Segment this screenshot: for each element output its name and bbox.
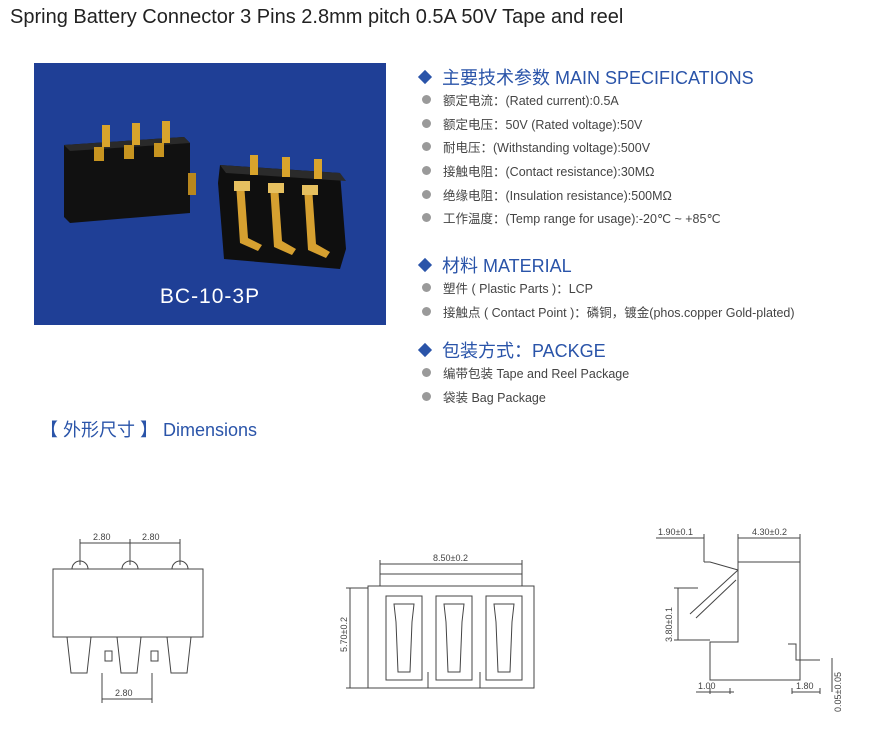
- bullet-icon: [422, 391, 431, 401]
- material-heading: 材料 MATERIAL: [417, 252, 572, 278]
- list-item: 编带包装 Tape and Reel Package: [422, 361, 629, 385]
- main-specs-heading: 主要技术参数 MAIN SPECIFICATIONS: [417, 64, 754, 90]
- model-label: BC-10-3P: [159, 285, 261, 308]
- bullet-icon: [422, 368, 431, 378]
- bullet-icon: [422, 118, 431, 128]
- package-heading-text: 包装方式：PACKGE: [442, 341, 606, 361]
- diamond-icon: [417, 69, 433, 85]
- front-view-drawing: 2.80 2.80 2.80: [52, 532, 204, 703]
- side-bottom-right-label: 1.80: [796, 681, 814, 691]
- bullet-icon: [422, 189, 431, 199]
- main-specs-heading-text: 主要技术参数 MAIN SPECIFICATIONS: [442, 68, 754, 88]
- bottom-pitch-label: 2.80: [115, 688, 133, 698]
- bullet-icon: [422, 213, 431, 223]
- product-photo: BC-10-3P: [34, 63, 386, 325]
- side-view-drawing: 1.90±0.1 4.30±0.2 3.80±0.1 1.00 1.80 0.0…: [656, 527, 843, 712]
- list-item: 袋装 Bag Package: [422, 385, 629, 409]
- side-thickness-label: 0.05±0.05: [833, 672, 843, 712]
- list-item: 绝缘电阻：(Insulation resistance):500MΩ: [422, 182, 721, 206]
- material-list: 塑件 ( Plastic Parts )：LCP 接触点 ( Contact P…: [422, 276, 795, 323]
- page-title: Spring Battery Connector 3 Pins 2.8mm pi…: [10, 6, 624, 28]
- width-label: 8.50±0.2: [433, 553, 468, 563]
- bullet-icon: [422, 142, 431, 152]
- side-bottom-left-label: 1.00: [698, 681, 716, 691]
- list-item: 工作温度：(Temp range for usage):-20℃ ~ +85℃: [422, 206, 721, 230]
- list-item: 耐电压：(Withstanding voltage):500V: [422, 135, 721, 159]
- bullet-icon: [422, 95, 431, 105]
- list-item: 塑件 ( Plastic Parts )：LCP: [422, 276, 795, 300]
- connector-illustration: [64, 121, 346, 269]
- side-height-label: 3.80±0.1: [664, 607, 674, 642]
- package-heading: 包装方式：PACKGE: [417, 337, 606, 363]
- height-label: 5.70±0.2: [339, 617, 349, 652]
- dimensions-heading: 【 外形尺寸 】 Dimensions: [40, 420, 258, 440]
- package-list: 编带包装 Tape and Reel Package 袋装 Bag Packag…: [422, 361, 629, 408]
- side-top-right-label: 4.30±0.2: [752, 527, 787, 537]
- bullet-icon: [422, 306, 431, 316]
- list-item: 额定电压：50V (Rated voltage):50V: [422, 112, 721, 136]
- side-top-left-label: 1.90±0.1: [658, 527, 693, 537]
- diamond-icon: [417, 342, 433, 358]
- diamond-icon: [417, 257, 433, 273]
- list-item: 接触电阻：(Contact resistance):30MΩ: [422, 159, 721, 183]
- list-item: 额定电流：(Rated current):0.5A: [422, 88, 721, 112]
- material-heading-text: 材料 MATERIAL: [442, 256, 572, 276]
- main-specs-list: 额定电流：(Rated current):0.5A 额定电压：50V (Rate…: [422, 88, 721, 230]
- list-item: 接触点 ( Contact Point )：磷铜，镀金(phos.copper …: [422, 300, 795, 324]
- top-view-drawing: 8.50±0.2 5.70±0.2: [339, 553, 535, 689]
- pitch-right-label: 2.80: [142, 532, 160, 542]
- bullet-icon: [422, 166, 431, 176]
- bullet-icon: [422, 283, 431, 293]
- pitch-left-label: 2.80: [93, 532, 111, 542]
